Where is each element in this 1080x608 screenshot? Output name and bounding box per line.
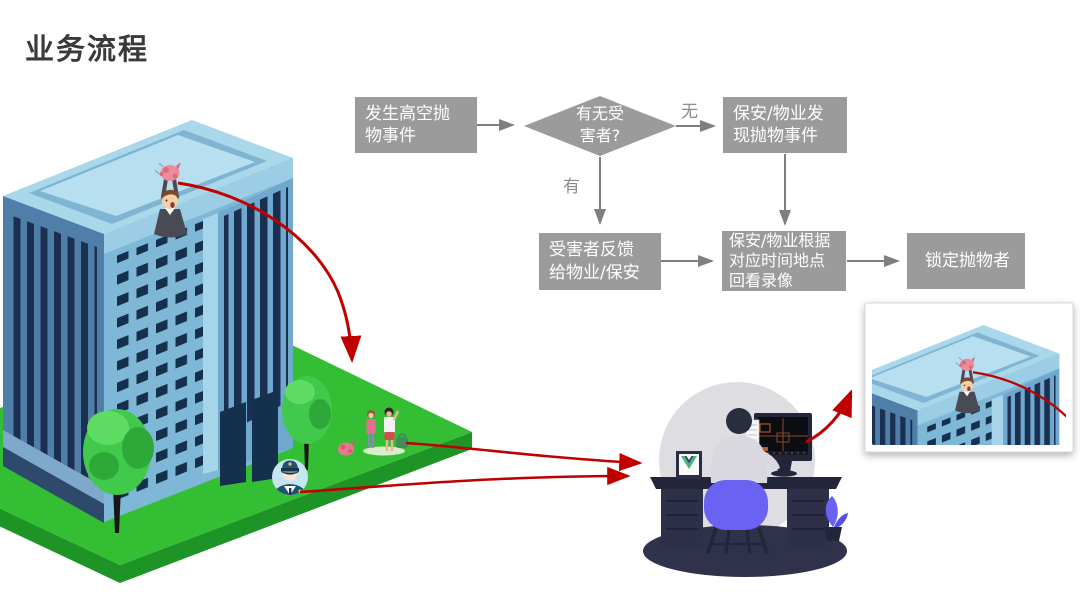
flow-node-start: 发生高空抛 物事件	[355, 97, 477, 153]
report-arrows	[299, 441, 643, 494]
monitoring-operator-icon	[643, 382, 848, 577]
plant-icon	[824, 496, 848, 541]
surveillance-monitor-icon	[754, 413, 812, 477]
flow-node-review-footage: 保安/物业根据 对应时间地点 回看录像	[722, 231, 846, 291]
operator-person-icon	[710, 408, 780, 483]
flow-node-lock-thrower: 锁定抛物者	[907, 233, 1025, 289]
page-title: 业务流程	[25, 32, 150, 66]
security-guard-icon	[272, 459, 308, 495]
dropped-object-icon	[338, 440, 355, 456]
vue-picture-frame-icon	[676, 451, 702, 479]
edge-label-no: 无	[681, 102, 698, 122]
flow-node-victim-report: 受害者反馈 给物业/保安	[539, 233, 661, 290]
flow-node-security-found: 保安/物业发 现抛物事件	[723, 97, 847, 153]
review-arrow	[805, 389, 853, 444]
flowchart-graphics	[477, 96, 900, 267]
tree-icon	[282, 376, 332, 470]
tree-icon	[83, 409, 154, 533]
edge-label-yes: 有	[563, 177, 580, 197]
camera-snapshot-icon	[864, 302, 1074, 453]
chair-icon	[704, 480, 769, 554]
flow-decision-label: 有无受 害者?	[575, 104, 624, 146]
pedestrians-icon	[363, 407, 408, 456]
decision-diamond	[524, 96, 676, 156]
